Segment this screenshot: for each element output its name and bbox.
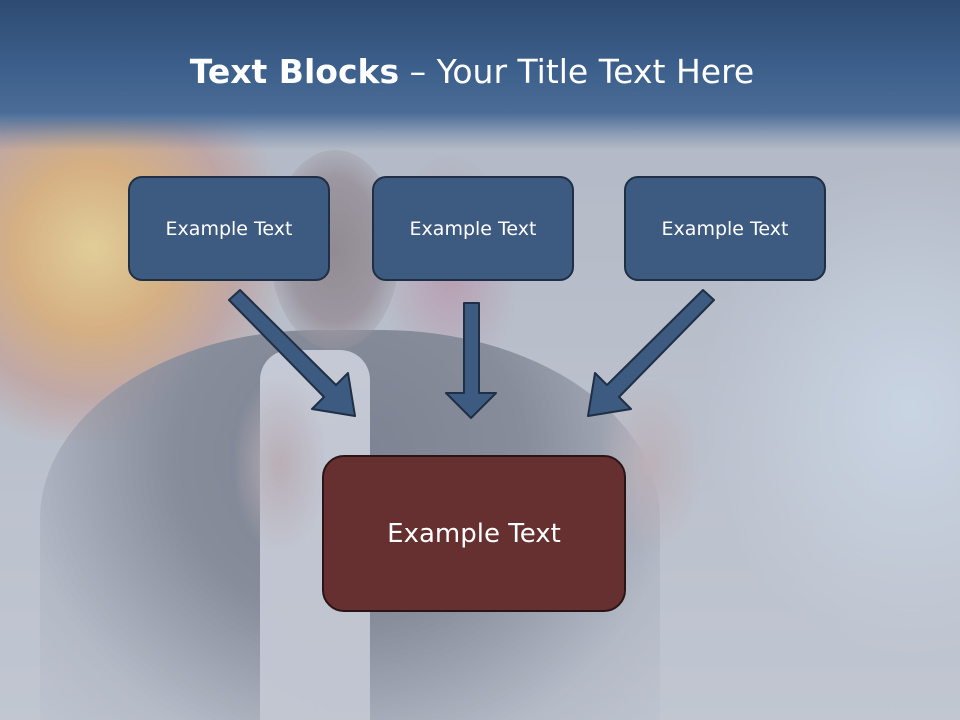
text-block-label: Example Text	[409, 217, 537, 240]
arrow-center-down	[445, 302, 497, 419]
title-rest: Your Title Text Here	[436, 52, 755, 91]
text-block-top-center[interactable]: Example Text	[372, 176, 574, 281]
text-block-top-right[interactable]: Example Text	[624, 176, 826, 281]
text-block-label: Example Text	[165, 217, 293, 240]
title-bold: Text Blocks	[189, 52, 400, 91]
text-block-center[interactable]: Example Text	[322, 455, 626, 612]
title-bar	[0, 0, 960, 150]
arrow-left-diagonal	[228, 289, 356, 417]
text-block-center-label: Example Text	[387, 518, 561, 549]
text-block-top-left[interactable]: Example Text	[128, 176, 330, 281]
title-dash: –	[399, 52, 437, 91]
text-block-label: Example Text	[661, 217, 789, 240]
arrow-right-diagonal	[587, 289, 715, 417]
slide-title: Text Blocks – Your Title Text Here	[0, 52, 944, 91]
